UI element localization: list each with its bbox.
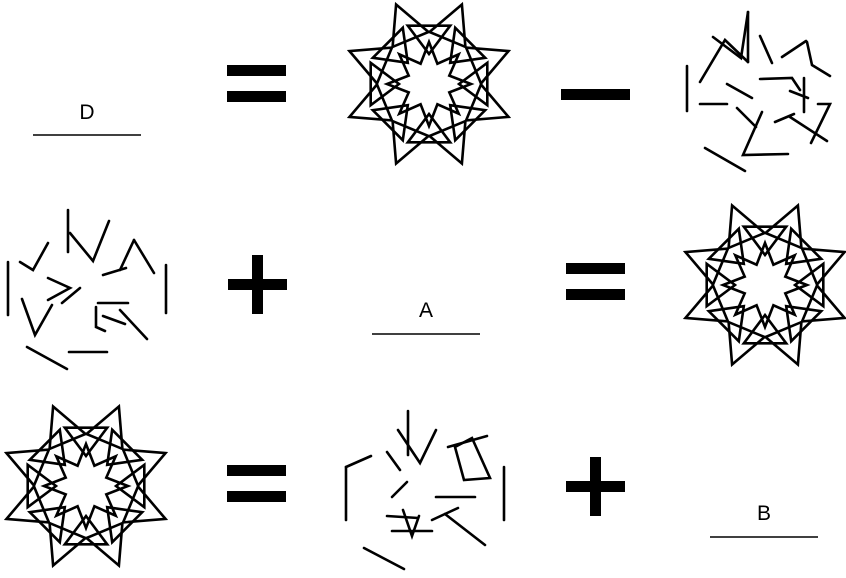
equals-sign-2: [566, 263, 625, 300]
inner-triangle: [709, 306, 744, 341]
full-star-figure-1: [350, 5, 509, 164]
fragment-figure-3: [346, 411, 504, 569]
inner-triangle: [450, 28, 485, 63]
plus-sign-1: [228, 255, 287, 314]
row-2: A: [8, 206, 845, 370]
equals-sign-3: [227, 465, 286, 502]
fragment-figure-2: [8, 210, 166, 369]
minus-sign: [561, 89, 630, 100]
blank-label-b: B: [757, 502, 771, 525]
inner-triangle: [373, 28, 408, 63]
plus-sign-2: [566, 457, 625, 516]
full-star-figure-2: [686, 206, 845, 365]
blank-d[interactable]: D: [33, 101, 141, 135]
inner-triangle: [30, 507, 65, 542]
full-star-figure-3: [7, 407, 166, 566]
row-1: D: [33, 5, 830, 172]
blank-label-a: A: [419, 299, 433, 322]
inner-triangle: [107, 430, 142, 465]
inner-triangle: [107, 507, 142, 542]
blank-label-d: D: [79, 101, 94, 124]
equals-sign-1: [227, 65, 286, 102]
inner-triangle: [786, 306, 821, 341]
row-3: B: [7, 407, 819, 570]
inner-triangle: [450, 105, 485, 140]
fragment-figure-1: [687, 12, 830, 171]
blank-a[interactable]: A: [372, 299, 480, 334]
inner-triangle: [786, 229, 821, 264]
blank-b[interactable]: B: [710, 502, 818, 537]
inner-triangle: [30, 430, 65, 465]
inner-triangle: [373, 105, 408, 140]
inner-triangle: [709, 229, 744, 264]
